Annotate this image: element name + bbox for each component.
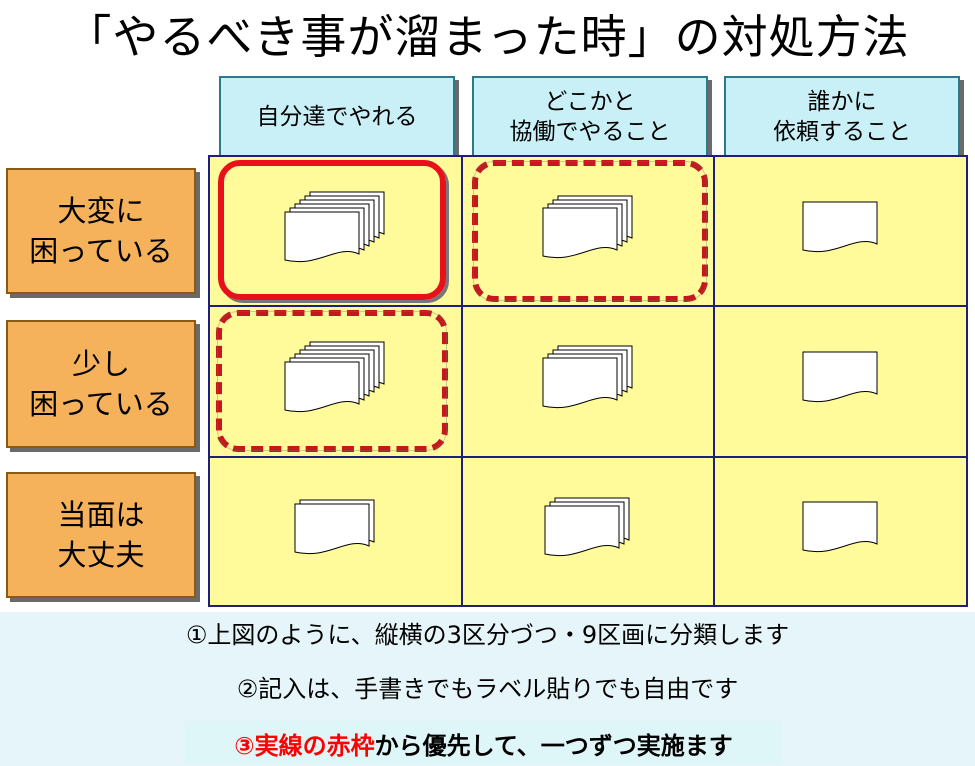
priority-frame-dashed-collab xyxy=(472,160,708,302)
document-sheet xyxy=(284,361,359,413)
document-sheet xyxy=(542,357,617,409)
instruction-2: ②記入は、手書きでもラベル貼りでも自由です xyxy=(236,675,739,703)
instruction-1: ①上図のように、縦横の3区分づつ・9区画に分類します xyxy=(185,621,790,649)
instruction-3-highlight: ③実線の赤枠 xyxy=(234,731,375,760)
grid-divider-col-2 xyxy=(713,155,715,607)
grid-divider-row-2 xyxy=(208,456,968,458)
grid-divider-row-1 xyxy=(208,305,968,307)
column-header-request: 誰かに 依頼すること xyxy=(724,76,960,158)
document-stack-icon xyxy=(544,497,630,557)
document-sheet xyxy=(284,211,359,263)
priority-frame-dashed-self xyxy=(216,310,448,452)
page-title: 「やるべき事が溜まった時」の対処方法 xyxy=(65,10,910,64)
document-stack-icon xyxy=(294,499,374,555)
document-stack-icon xyxy=(284,341,384,413)
document-stack-icon xyxy=(802,501,878,553)
column-header-self: 自分達でやれる xyxy=(219,76,455,158)
row-header-very-troubled: 大変に 困っている xyxy=(6,168,196,294)
document-stack-icon xyxy=(542,195,632,259)
document-stack-icon xyxy=(284,191,384,263)
document-sheet xyxy=(542,207,617,259)
priority-frame-solid xyxy=(218,160,446,300)
document-sheet xyxy=(802,501,878,553)
row-header-okay-for-now: 当面は 大丈夫 xyxy=(6,472,196,598)
document-sheet xyxy=(294,503,369,555)
grid-divider-col-1 xyxy=(461,155,463,607)
document-sheet xyxy=(544,505,620,557)
column-header-collaborate: どこかと 協働でやること xyxy=(472,76,708,158)
row-header-slightly-troubled: 少し 困っている xyxy=(6,320,196,448)
document-stack-icon xyxy=(802,351,878,403)
instruction-3-rest: から優先して、一つずつ実施ます xyxy=(374,731,733,760)
document-stack-icon xyxy=(542,345,632,409)
document-stack-icon xyxy=(802,201,878,253)
instruction-3: ③実線の赤枠から優先して、一つずつ実施ます xyxy=(185,721,782,765)
document-sheet xyxy=(802,351,878,403)
document-sheet xyxy=(802,201,878,253)
